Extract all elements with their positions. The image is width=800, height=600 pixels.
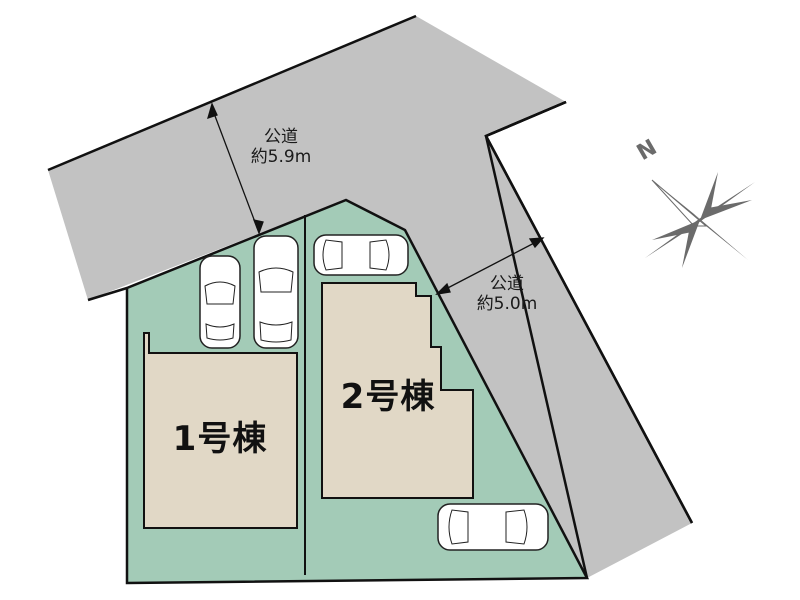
building-1-footprint: [143, 332, 298, 529]
car-icon: [199, 255, 241, 349]
compass-icon: [645, 172, 755, 268]
car-icon: [437, 503, 549, 551]
road-type: 公道: [490, 274, 524, 294]
car-icon: [253, 235, 299, 349]
road-width: 約5.9m: [250, 146, 312, 167]
building-1-label: 1号棟: [172, 419, 268, 459]
building-2-label: 2号棟: [340, 377, 436, 417]
building-2-footprint: [321, 282, 474, 499]
road-type: 公道: [264, 127, 298, 147]
public-road: [48, 16, 692, 578]
road-label-east: 公道 約5.0m: [462, 274, 552, 314]
car-icon: [313, 234, 409, 276]
dimension-arrow-east: [435, 237, 545, 295]
dimension-arrow-north: [207, 102, 264, 235]
road-width: 約5.0m: [476, 293, 538, 314]
road-label-north: 公道 約5.9m: [236, 127, 326, 167]
